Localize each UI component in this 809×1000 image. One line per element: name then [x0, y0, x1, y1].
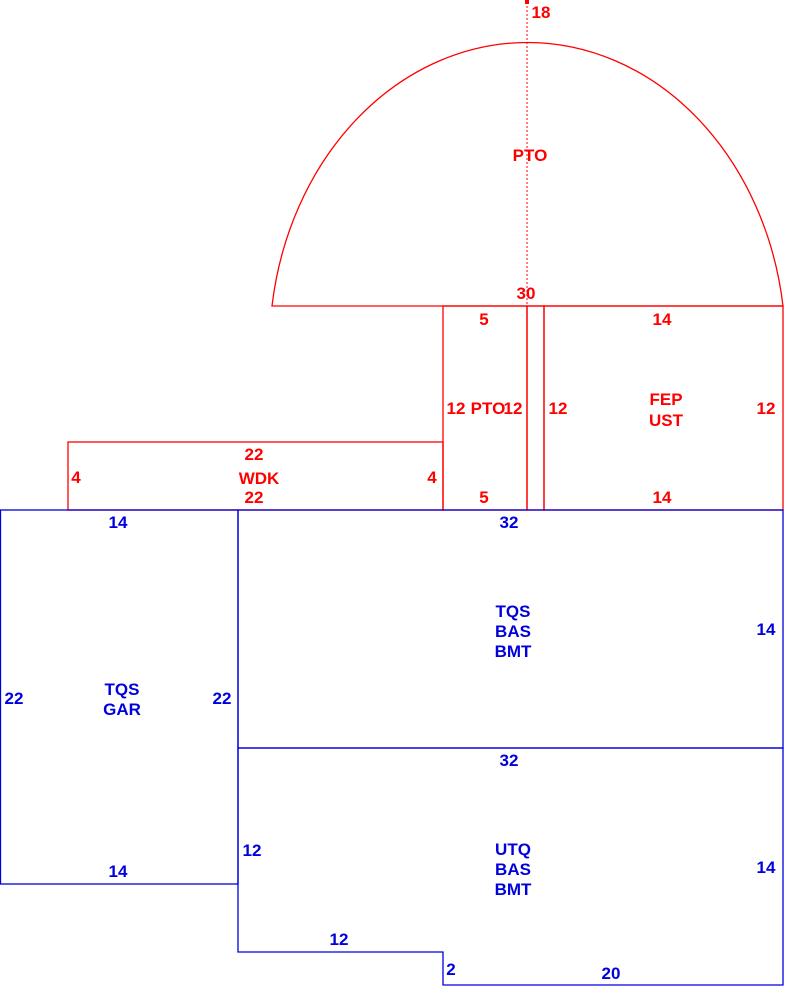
tqs-bas-label-1: TQS: [496, 602, 531, 621]
pto-small-top: 5: [479, 310, 488, 329]
utq-bottom-left: 12: [330, 930, 349, 949]
pto-dot: [525, 0, 529, 4]
pto-label: PTO: [513, 146, 548, 165]
pto-diameter-label: 30: [517, 284, 536, 303]
pto-radius-label: 18: [532, 3, 551, 22]
wdk-right: 4: [427, 468, 437, 487]
utq-bottom-right: 20: [602, 964, 621, 983]
utq-label-1: UTQ: [495, 840, 531, 859]
pto-small-left: 12: [447, 399, 466, 418]
wdk-bottom: 22: [245, 488, 264, 507]
strip-outline: [526, 305, 545, 511]
gar-right: 22: [213, 689, 232, 708]
fep-bottom: 14: [653, 488, 672, 507]
tqs-bas-label-2: BAS: [495, 622, 531, 641]
tqs-bas-label-3: BMT: [495, 642, 532, 661]
utq-right: 14: [757, 858, 776, 877]
pto-small-label: PTO: [471, 399, 506, 418]
tqs-bas-right: 14: [757, 620, 776, 639]
wdk-left: 4: [71, 468, 81, 487]
tqs-bas-top: 32: [500, 513, 519, 532]
fep-label-2: UST: [649, 411, 684, 430]
fep-left: 12: [549, 399, 568, 418]
gar-top: 14: [109, 513, 128, 532]
utq-bas-outline: [237, 747, 784, 986]
fep-right: 12: [757, 399, 776, 418]
wdk-top: 22: [245, 445, 264, 464]
wdk-label: WDK: [239, 469, 280, 488]
fep-top: 14: [653, 310, 672, 329]
pto-small-right: 12: [504, 399, 523, 418]
utq-label-2: BAS: [495, 860, 531, 879]
fep-label-1: FEP: [649, 390, 682, 409]
pto-small-bottom: 5: [479, 488, 488, 507]
utq-left: 12: [243, 841, 262, 860]
gar-left: 22: [5, 689, 24, 708]
utq-label-3: BMT: [495, 880, 532, 899]
gar-label-2: GAR: [103, 700, 141, 719]
utq-step: 2: [446, 960, 455, 979]
gar-bottom: 14: [109, 862, 128, 881]
gar-label-1: TQS: [105, 680, 140, 699]
pto-semicircle-outline: [271, 41, 784, 307]
tqs-bas-bottom: 32: [500, 751, 519, 770]
